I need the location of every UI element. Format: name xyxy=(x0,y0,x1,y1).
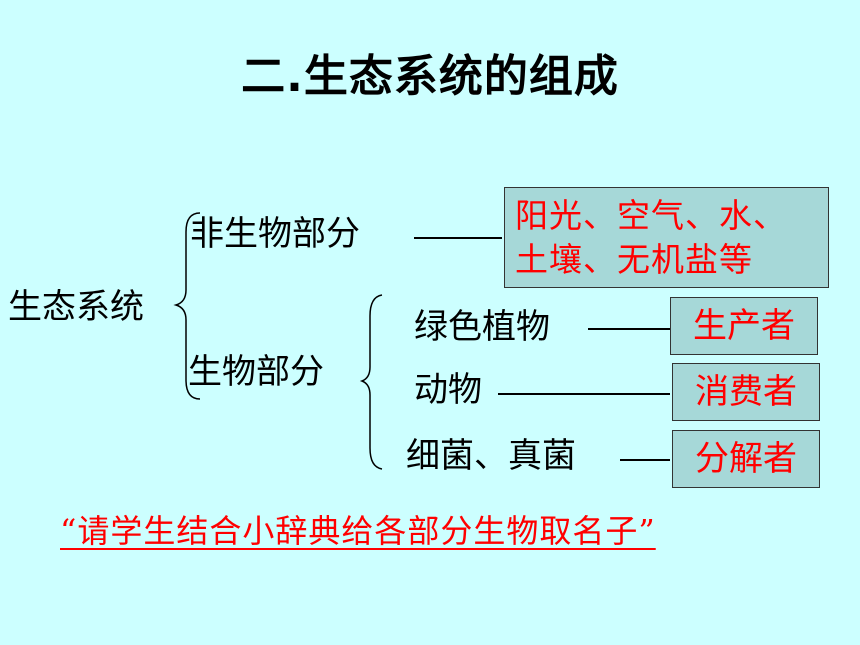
abiotic-components-line2: 土壤、无机盐等 xyxy=(515,240,753,279)
instruction-note: “请学生结合小辞典给各部分生物取名子” xyxy=(60,512,656,550)
abiotic-connector xyxy=(414,237,502,239)
role-producer: 生产者 xyxy=(693,306,795,346)
main-brace xyxy=(173,212,201,400)
role-decomposer-box: 分解者 xyxy=(672,430,820,488)
abiotic-components-line1: 阳光、空气、水、 xyxy=(515,196,787,235)
role-decomposer: 分解者 xyxy=(695,439,797,479)
page-title: 二.生态系统的组成 xyxy=(241,51,619,102)
role-consumer: 消费者 xyxy=(695,372,797,412)
biotic-item-animals: 动物 xyxy=(414,370,482,410)
biotic-item-plants: 绿色植物 xyxy=(414,307,550,347)
biotic-item-decomposers: 细菌、真菌 xyxy=(406,436,576,476)
plants-connector xyxy=(588,328,670,330)
biotic-brace xyxy=(359,294,383,470)
abiotic-components-box: 阳光、空气、水、 土壤、无机盐等 xyxy=(504,187,829,288)
biotic-label: 生物部分 xyxy=(188,352,324,392)
root-label: 生态系统 xyxy=(8,287,144,327)
animals-connector xyxy=(498,393,670,395)
role-consumer-box: 消费者 xyxy=(672,363,820,421)
role-producer-box: 生产者 xyxy=(670,297,818,355)
decomposers-connector xyxy=(620,459,670,461)
abiotic-label: 非生物部分 xyxy=(190,214,360,254)
